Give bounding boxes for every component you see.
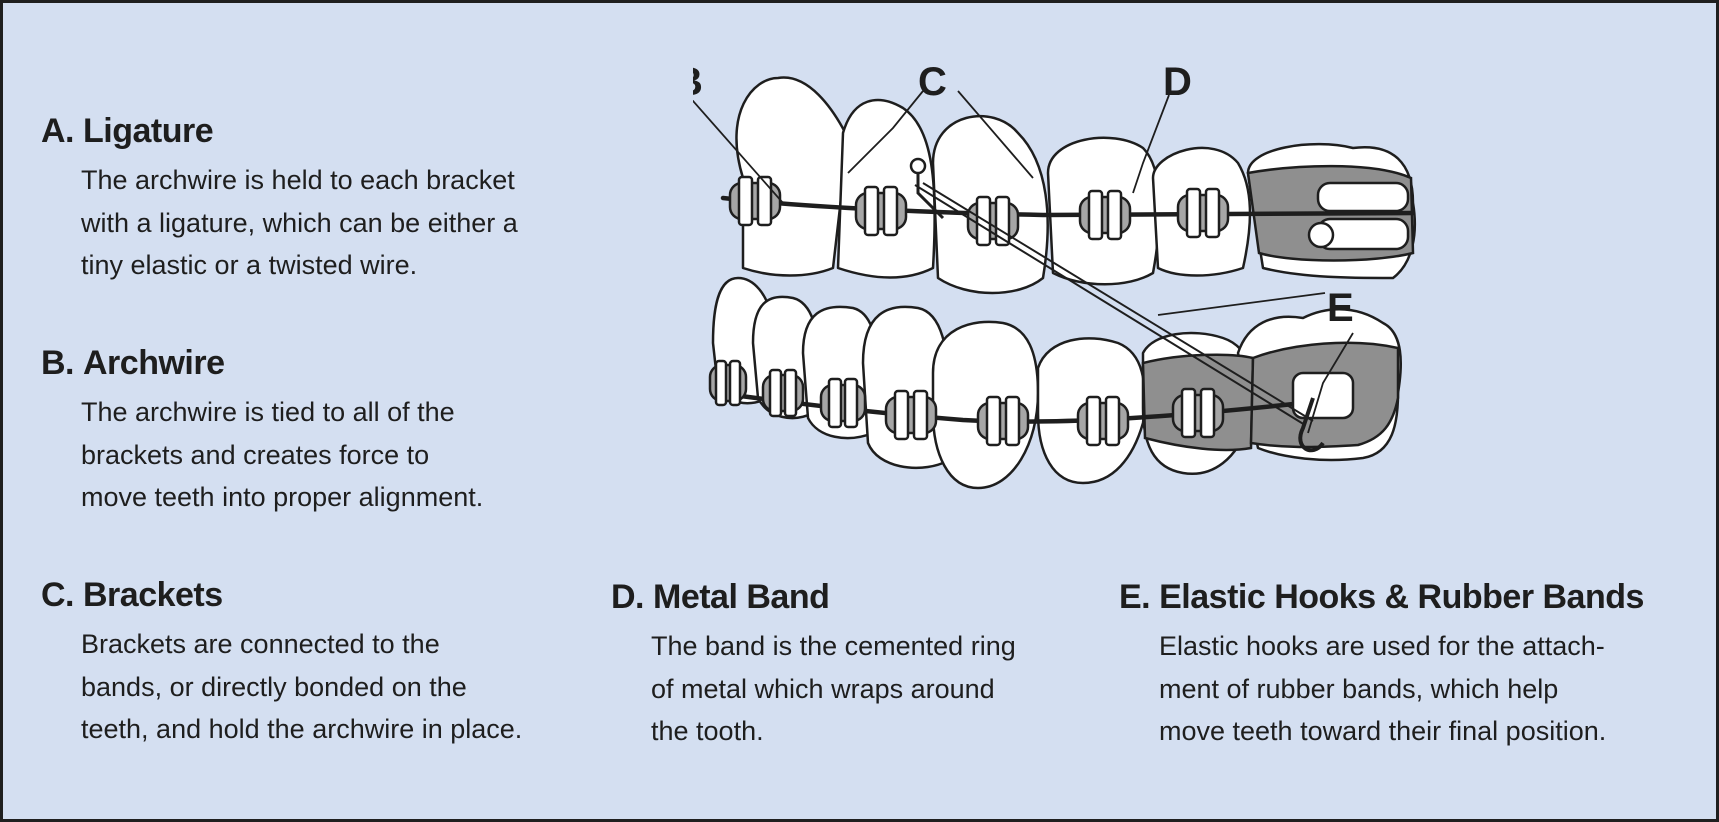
elastic-hooks-letter: E. <box>1119 578 1151 616</box>
leader-line-e <box>1307 332 1354 434</box>
elastic-hooks-description: Elastic hooks are used for the attach- m… <box>1159 625 1644 753</box>
leader-line-b <box>693 99 784 204</box>
leader-line-e <box>1157 292 1326 316</box>
label-d: D <box>1163 60 1192 104</box>
upper-tooth <box>735 76 850 277</box>
bracket <box>1176 187 1230 239</box>
metal-band-line: of metal which wraps around <box>651 673 995 704</box>
brackets-heading: C.Brackets <box>41 575 522 615</box>
bracket <box>1076 395 1130 447</box>
elastic-hooks-line: move teeth toward their final position. <box>1159 716 1607 746</box>
metal-band-letter: D. <box>611 578 645 616</box>
brackets-title: Brackets <box>83 576 223 614</box>
brackets-line: teeth, and hold the archwire in place. <box>81 714 523 744</box>
bracket <box>728 175 782 227</box>
archwire-heading: B.Archwire <box>41 343 483 383</box>
ligature-title: Ligature <box>83 112 214 150</box>
elastic-hooks-line: Elastic hooks are used for the attach- <box>1159 631 1605 661</box>
brackets-description: Brackets are connected to the bands, or … <box>81 623 522 751</box>
bracket <box>1078 189 1132 241</box>
archwire-description: The archwire is tied to all of the brack… <box>81 391 483 519</box>
upper-elastic-hook <box>916 173 945 220</box>
elastic-hooks-line: ment of rubber bands, which help <box>1159 673 1559 704</box>
ligature-letter: A. <box>41 112 75 150</box>
section-metal-band: D.Metal Band The band is the cemented ri… <box>611 577 1016 753</box>
section-elastic-hooks: E.Elastic Hooks & Rubber Bands Elastic h… <box>1119 577 1644 753</box>
elastic-hooks-title: Elastic Hooks & Rubber Bands <box>1159 578 1644 616</box>
archwire-letter: B. <box>41 344 75 382</box>
section-brackets: C.Brackets Brackets are connected to the… <box>41 575 522 751</box>
upper-tube-end <box>1307 221 1335 249</box>
brackets-line: Brackets are connected to the <box>81 629 440 659</box>
bracket <box>966 195 1020 247</box>
label-e: E <box>1327 286 1354 330</box>
lower-elastic-hook <box>1298 397 1325 453</box>
bracket <box>1171 387 1225 439</box>
lower-buccal-tube <box>1291 371 1355 420</box>
brackets-letter: C. <box>41 576 75 614</box>
bracket <box>819 377 867 429</box>
bracket <box>976 395 1030 447</box>
upper-buccal-tube <box>1316 181 1410 213</box>
braces-illustration: B C D A E <box>693 60 1417 490</box>
elastic-hooks-heading: E.Elastic Hooks & Rubber Bands <box>1119 577 1644 617</box>
leader-line-c <box>847 90 924 174</box>
upper-archwire <box>720 195 1416 218</box>
bracket <box>884 389 938 441</box>
ligature-line: with a ligature, which can be either a <box>81 207 518 238</box>
brackets-line: bands, or directly bonded on the <box>81 671 467 702</box>
label-b: B <box>693 60 703 104</box>
metal-band-line: the tooth. <box>651 716 764 746</box>
bracket <box>854 185 908 237</box>
ligature-line: The archwire is held to each bracket <box>81 165 515 195</box>
bracket <box>708 359 748 407</box>
archwire-line: brackets and creates force to <box>81 439 430 470</box>
ligature-heading: A.Ligature <box>41 111 518 151</box>
archwire-line: move teeth into proper alignment. <box>81 482 484 512</box>
metal-band-description: The band is the cemented ring of metal w… <box>651 625 1016 753</box>
archwire-title: Archwire <box>83 344 225 382</box>
ligature-line: tiny elastic or a twisted wire. <box>81 250 418 280</box>
section-ligature: A.Ligature The archwire is held to each … <box>41 111 518 287</box>
section-archwire: B.Archwire The archwire is tied to all o… <box>41 343 483 519</box>
archwire-line: The archwire is tied to all of the <box>81 397 455 427</box>
label-c: C <box>918 60 947 104</box>
metal-band-title: Metal Band <box>653 578 830 616</box>
ligature-description: The archwire is held to each bracket wit… <box>81 159 518 287</box>
leader-line-c <box>957 90 1034 179</box>
rubber-band <box>914 184 1306 426</box>
rubber-band <box>922 182 1314 422</box>
metal-band-heading: D.Metal Band <box>611 577 1016 617</box>
metal-band-line: The band is the cemented ring <box>651 631 1016 661</box>
bracket <box>761 368 805 418</box>
leader-line-d <box>1132 94 1170 194</box>
hook-knob <box>909 157 927 175</box>
